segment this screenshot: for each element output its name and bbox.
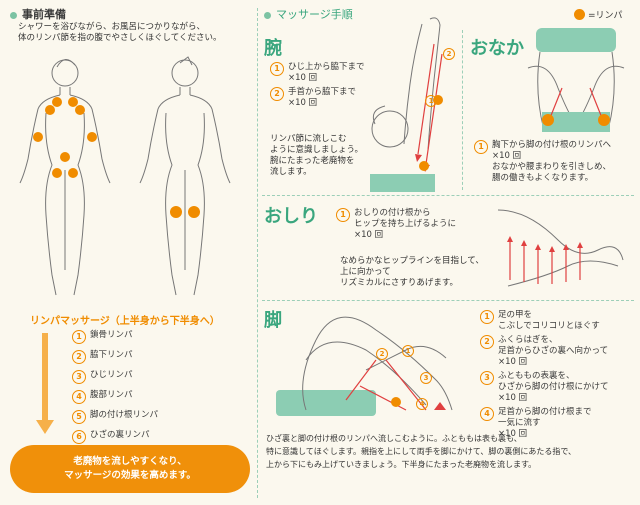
hip-note: なめらかなヒップラインを目指して、 上に向かって リズミカルにさすりあげます。	[340, 256, 484, 288]
stomach-step-1: 1 胸下から脚の付け根のリンパへ ×10 回 おなかや腰まわりを引きしめ、 腸の働…	[474, 140, 639, 184]
leg-mark-2: 2	[376, 348, 392, 367]
step-number: 5	[72, 410, 86, 424]
arm-step-1: 1 ひじ上から脇下まで ×10 回	[270, 62, 365, 84]
section-divider	[262, 300, 634, 301]
leg-note: ひざ裏と脚の付け根のリンパへ流しこむように。ふとももは表も裏も、 特に意識してほ…	[266, 434, 576, 469]
bullet-dot-icon	[264, 11, 271, 19]
hip-step-1: 1 おしりの付け根から ヒップを持ち上げるように ×10 回	[336, 208, 456, 241]
prep-title-text: 事前準備	[22, 8, 66, 21]
hip-steps: 1 おしりの付け根から ヒップを持ち上げるように ×10 回	[336, 208, 456, 244]
stomach-title: おなか	[470, 38, 524, 59]
lymph-item-5: 5 脚の付け根リンパ	[72, 410, 158, 424]
leg-mark-3: 3	[420, 372, 436, 391]
step-text: ふくらはぎを、 足首からひざの裏へ向かって ×10 回	[498, 335, 609, 367]
leg-step-4: 4 足首から脚の付け根まで 一気に流す ×10 回	[480, 407, 638, 440]
lymph-item-3: 3 ひじリンパ	[72, 370, 158, 384]
lymph-legend: =リンパ	[574, 8, 623, 21]
step-number: 1	[474, 140, 488, 154]
lymph-item-label: 鎖骨リンパ	[90, 330, 133, 340]
prep-title: 事前準備	[10, 6, 66, 22]
leg-mark-1: 1	[402, 345, 418, 364]
lymph-item-label: ひざの裏リンパ	[90, 430, 150, 440]
procedure-title-text: マッサージ手順	[276, 8, 353, 21]
prep-description: シャワーを浴びながら、お風呂につかりながら、 体のリンパ節を指の腹でやさしくほぐ…	[18, 22, 222, 43]
procedure-title: マッサージ手順	[264, 6, 353, 22]
flow-arrow-shaft	[42, 333, 48, 425]
step-text: ふとももの表裏を、 ひざから脚の付け根にかけて ×10 回	[498, 371, 609, 403]
step-number: 1	[270, 62, 284, 76]
leg-steps: 1 足の甲を こぶしでコリコリとほぐす 2 ふくらはぎを、 足首からひざの裏へ向かっ…	[480, 310, 638, 443]
stomach-steps: 1 胸下から脚の付け根のリンパへ ×10 回 おなかや腰まわりを引きしめ、 腸の働…	[474, 140, 639, 187]
step-number: 2	[270, 87, 284, 101]
step-number: 4	[416, 398, 428, 410]
lymph-dot-icon	[574, 9, 585, 20]
flow-arrow-down-icon	[36, 420, 54, 434]
leg-step-1: 1 足の甲を こぶしでコリコリとほぐす	[480, 310, 638, 332]
step-number: 1	[72, 330, 86, 344]
lymph-item-4: 4 腹部リンパ	[72, 390, 158, 404]
leg-step-3: 3 ふとももの表裏を、 ひざから脚の付け根にかけて ×10 回	[480, 371, 638, 404]
step-number: 3	[72, 370, 86, 384]
arm-note: リンパ節に流しこむ ように意識しましょう。 腕にたまった老廃物を 流します。	[270, 134, 363, 177]
step-number: 1	[336, 208, 350, 222]
front-body-figure	[19, 59, 111, 296]
body-figures-illustration	[19, 56, 231, 296]
column-divider	[257, 8, 258, 498]
leg-mark-4: 4	[416, 398, 432, 417]
lymph-item-label: 脚の付け根リンパ	[90, 410, 159, 420]
step-number: 1	[402, 345, 414, 357]
lymph-node-markers	[33, 97, 200, 218]
step-number: 6	[72, 430, 86, 444]
step-number: 1	[480, 310, 494, 324]
hip-title: おしり	[264, 206, 318, 227]
lymph-item-1: 1 鎖骨リンパ	[72, 330, 158, 344]
step-number: 2	[443, 48, 455, 60]
step-number: 4	[480, 407, 494, 421]
lymph-item-2: 2 脇下リンパ	[72, 350, 158, 364]
step-number: 3	[480, 371, 494, 385]
arm-title: 腕	[264, 38, 282, 59]
section-divider	[262, 195, 634, 196]
step-number: 2	[376, 348, 388, 360]
step-number: 1	[425, 95, 437, 107]
step-text: 足首から脚の付け根まで 一気に流す ×10 回	[498, 407, 592, 439]
lymph-item-label: 腹部リンパ	[90, 390, 133, 400]
hip-illustration	[497, 209, 624, 287]
step-text: 胸下から脚の付け根のリンパへ ×10 回 おなかや腰まわりを引きしめ、 腸の働き…	[492, 140, 612, 183]
step-text: おしりの付け根から ヒップを持ち上げるように ×10 回	[354, 208, 457, 240]
arm-step-2: 2 手首から脇下まで ×10 回	[270, 87, 365, 109]
lymph-massage-title: リンパマッサージ（上半身から下半身へ）	[30, 316, 220, 327]
lymph-item-label: 脇下リンパ	[90, 350, 133, 360]
step-text: 足の甲を こぶしでコリコリとほぐす	[498, 310, 600, 331]
arm-steps: 1 ひじ上から脇下まで ×10 回 2 手首から脇下まで ×10 回	[270, 62, 365, 112]
section-divider	[462, 30, 463, 190]
leg-title: 脚	[264, 310, 282, 331]
step-number: 2	[480, 335, 494, 349]
stomach-illustration	[527, 28, 625, 132]
lymph-item-6: 6 ひざの裏リンパ	[72, 430, 158, 444]
legend-label: =リンパ	[588, 11, 623, 21]
step-number: 2	[72, 350, 86, 364]
lymph-item-label: ひじリンパ	[90, 370, 133, 380]
step-number: 4	[72, 390, 86, 404]
benefit-callout: 老廃物を流しやすくなり、 マッサージの効果を高めます。	[10, 445, 250, 493]
step-text: ひじ上から脇下まで ×10 回	[288, 62, 365, 83]
leg-step-2: 2 ふくらはぎを、 足首からひざの裏へ向かって ×10 回	[480, 335, 638, 368]
step-text: 手首から脇下まで ×10 回	[288, 87, 357, 108]
step-number: 3	[420, 372, 432, 384]
back-body-figure	[139, 56, 231, 296]
arm-mark-2: 2	[443, 48, 459, 67]
arm-illustration	[370, 17, 443, 192]
bullet-dot-icon	[10, 11, 17, 19]
arm-mark-1: 1	[425, 95, 441, 114]
